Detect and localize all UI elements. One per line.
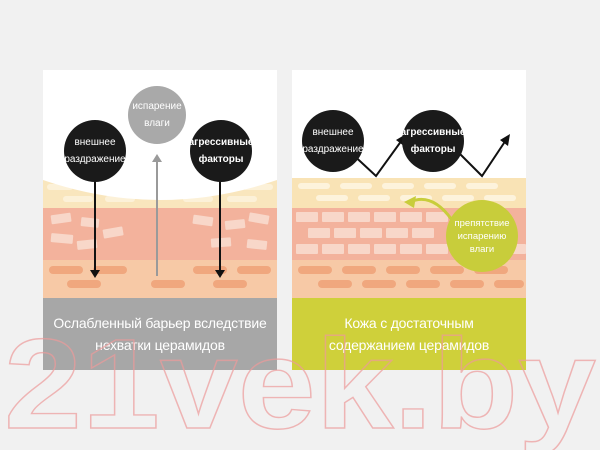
weak-caption-line1: Ослабленный барьер вследствие <box>53 315 267 331</box>
aggressive-line2: факторы <box>198 154 244 165</box>
moisture-evaporation-circle: испарение влаги <box>128 86 186 144</box>
barrier-line2: испарению <box>457 230 507 242</box>
external-irritation-circle-healthy: внешнее раздражение <box>302 110 364 172</box>
aggressive-factors-circle: агрессивные факторы <box>188 120 254 182</box>
skin-layers-weak <box>43 154 277 298</box>
evaporation-line1: испарение <box>132 101 182 112</box>
aggressive-factors-circle-healthy: агрессивные факторы <box>400 110 466 172</box>
weak-barrier-panel: внешнее раздражение испарение влаги агре… <box>43 70 277 370</box>
external-irritation-circle: внешнее раздражение <box>64 120 126 182</box>
external-irritation-line1: внешнее <box>74 137 116 148</box>
healthy-skin-panel: внешнее раздражение агрессивные факторы … <box>292 70 526 370</box>
healthy-caption-line2: содержанием церамидов <box>328 337 490 353</box>
healthy-skin-caption: Кожа с достаточным содержанием церамидов <box>292 298 526 370</box>
barrier-line3: влаги <box>469 243 495 255</box>
barrier-line1: препятствие <box>454 217 510 229</box>
weak-caption-line2: нехватки церамидов <box>95 337 225 353</box>
evaporation-line2: влаги <box>144 118 170 129</box>
evaporation-barrier-circle: препятствие испарению влаги <box>446 200 518 272</box>
external-irritation-line2: раздражение <box>64 154 126 165</box>
external-irritation-healthy-line2: раздражение <box>302 144 364 155</box>
aggressive-healthy-line2: факторы <box>410 144 456 155</box>
aggressive-line1: агрессивные <box>188 137 254 148</box>
weak-barrier-caption: Ослабленный барьер вследствие нехватки ц… <box>43 298 277 370</box>
external-irritation-healthy-line1: внешнее <box>312 127 354 138</box>
healthy-caption-line1: Кожа с достаточным <box>344 315 474 331</box>
aggressive-healthy-line1: агрессивные <box>400 127 466 138</box>
